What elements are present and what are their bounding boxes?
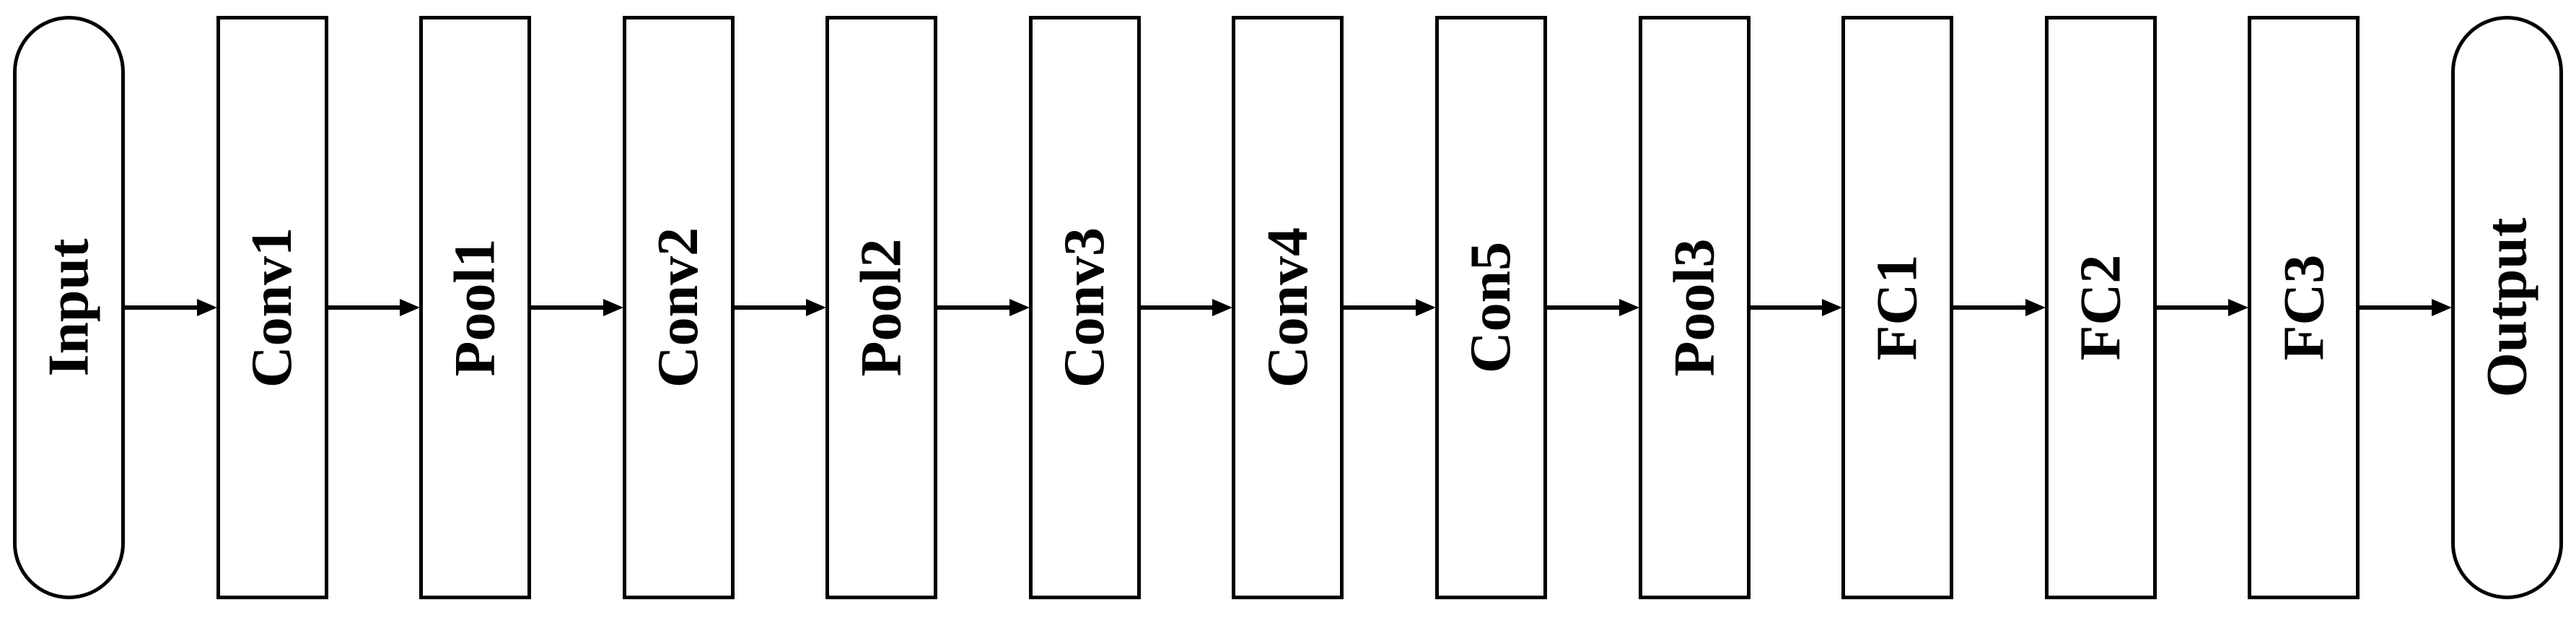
node-pool2: Pool2 [825,16,938,599]
node-label: Conv4 [1256,227,1320,388]
arrow-right-icon [1009,299,1030,316]
arrow-line [125,305,199,310]
arrow-right-icon [1822,299,1843,316]
arrow-right-icon [196,299,217,316]
node-label: FC1 [1865,254,1929,361]
node-label: Pool1 [443,238,507,377]
flow-arrow [1953,297,2046,318]
arrow-right-icon [2431,299,2452,316]
arrow-line [1750,305,1825,310]
node-conv2: Conv2 [622,16,735,599]
node-input: Input [13,16,125,599]
flow-arrow [937,297,1030,318]
node-label: Pool3 [1662,238,1727,377]
node-fc2: FC2 [2044,16,2157,599]
node-conv3: Conv3 [1028,16,1141,599]
arrow-line [1140,305,1215,310]
arrow-line [1547,305,1621,310]
node-label: Conv1 [240,227,305,388]
node-label: Conv2 [647,227,711,388]
arrow-line [734,305,809,310]
arrow-line [1953,305,2028,310]
flow-arrow [531,297,623,318]
node-conv1: Conv1 [216,16,328,599]
node-label: Input [37,238,101,377]
arrow-line [2360,305,2434,310]
node-conv4: Conv4 [1232,16,1344,599]
arrow-line [2156,305,2231,310]
arrow-right-icon [400,299,421,316]
arrow-right-icon [806,299,827,316]
node-pool1: Pool1 [419,16,532,599]
node-label: Con5 [1459,241,1523,374]
arrow-line [1344,305,1419,310]
arrow-right-icon [603,299,623,316]
node-label: Output [2475,217,2539,398]
flow-arrow [2360,297,2452,318]
flow-arrow [1140,297,1233,318]
arrow-right-icon [1212,299,1233,316]
arrow-right-icon [1618,299,1639,316]
flow-arrow [1547,297,1639,318]
arrow-line [328,305,403,310]
node-label: Conv3 [1053,227,1117,388]
flow-arrow [1750,297,1843,318]
arrow-right-icon [2025,299,2046,316]
node-label: FC2 [2069,254,2133,361]
arrow-line [937,305,1012,310]
node-output: Output [2450,16,2563,599]
flow-arrow [1344,297,1437,318]
flow-arrow [328,297,421,318]
node-label: FC3 [2271,254,2336,361]
arrow-right-icon [1416,299,1437,316]
arrow-line [531,305,605,310]
node-pool3: Pool3 [1638,16,1751,599]
arrow-right-icon [2228,299,2249,316]
node-con5: Con5 [1435,16,1548,599]
flow-arrow [125,297,217,318]
flow-arrow [2156,297,2249,318]
node-fc3: FC3 [2248,16,2360,599]
node-label: Pool2 [849,238,914,377]
node-fc1: FC1 [1841,16,1954,599]
flow-arrow [734,297,827,318]
